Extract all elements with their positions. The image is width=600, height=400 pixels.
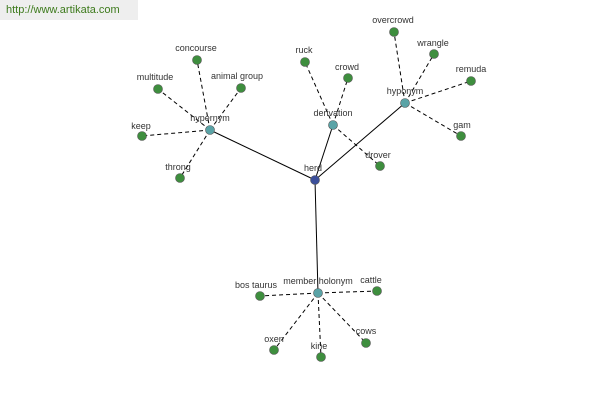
edge-hypernym [209,129,316,181]
leaf-label-ruck: ruck [295,45,313,55]
edge-gam [404,102,462,137]
leaf-node-multitude[interactable] [153,84,163,94]
leaf-label-cattle: cattle [360,275,382,285]
leaf-node-concourse[interactable] [192,55,202,65]
leaf-label-kine: kine [311,341,328,351]
leaf-label-crowd: crowd [335,62,359,72]
edge-keep [141,129,211,137]
leaf-node-gam[interactable] [456,131,466,141]
leaf-node-oxen[interactable] [269,345,279,355]
relation-label-derivation: derivation [313,108,352,118]
leaf-label-keep: keep [131,121,151,131]
edge-overcrowd [393,31,406,104]
edge-member-holonym [314,179,319,294]
center-label: herd [304,163,322,173]
watermark-link: http://www.artikata.com [0,0,138,20]
leaf-label-gam: gam [453,120,471,130]
edge-derivation [314,124,334,181]
edge-hyponym [314,102,406,181]
leaf-node-overcrowd[interactable] [389,27,399,37]
relation-node-member-holonym[interactable] [313,288,323,298]
center-node[interactable] [310,175,320,185]
leaf-label-cows: cows [356,326,377,336]
leaf-node-remuda[interactable] [466,76,476,86]
leaf-label-drover: drover [365,150,391,160]
leaf-node-drover[interactable] [375,161,385,171]
relation-node-hypernym[interactable] [205,125,215,135]
edge-remuda [404,80,472,104]
leaf-label-animal-group: animal group [211,71,263,81]
edge-multitude [157,88,211,131]
edge-kine [317,292,322,358]
edge-animal-group [209,87,242,131]
leaf-node-wrangle[interactable] [429,49,439,59]
leaf-node-crowd[interactable] [343,73,353,83]
leaf-node-animal-group[interactable] [236,83,246,93]
leaf-label-remuda: remuda [456,64,487,74]
leaf-label-oxen: oxen [264,334,284,344]
edge-bos-taurus [259,292,319,297]
leaf-label-concourse: concourse [175,43,217,53]
edge-drover [332,124,381,167]
graph-nodes [137,27,476,362]
relation-node-hyponym[interactable] [400,98,410,108]
relation-label-hypernym: hypernym [190,113,230,123]
leaf-label-throng: throng [165,162,191,172]
edge-ruck [304,61,334,126]
leaf-label-wrangle: wrangle [416,38,449,48]
leaf-node-bos-taurus[interactable] [255,291,265,301]
graph-labels: concourse multitude animal group keep throng… [131,15,486,351]
leaf-label-bos-taurus: bos taurus [235,280,278,290]
leaf-node-kine[interactable] [316,352,326,362]
edge-cattle [317,290,378,294]
edge-crowd [332,77,349,126]
edge-cows [317,292,367,344]
leaf-label-multitude: multitude [137,72,174,82]
leaf-node-cattle[interactable] [372,286,382,296]
graph-edges [141,31,472,358]
edge-oxen [273,292,319,351]
relation-label-hyponym: hyponym [387,86,424,96]
leaf-node-keep[interactable] [137,131,147,141]
leaf-label-overcrowd: overcrowd [372,15,414,25]
edge-throng [179,129,211,179]
leaf-node-ruck[interactable] [300,57,310,67]
leaf-node-cows[interactable] [361,338,371,348]
edge-concourse [196,59,211,131]
relation-label-member-holonym: member holonym [283,276,353,286]
leaf-node-throng[interactable] [175,173,185,183]
edge-wrangle [404,53,435,104]
relation-node-derivation[interactable] [328,120,338,130]
